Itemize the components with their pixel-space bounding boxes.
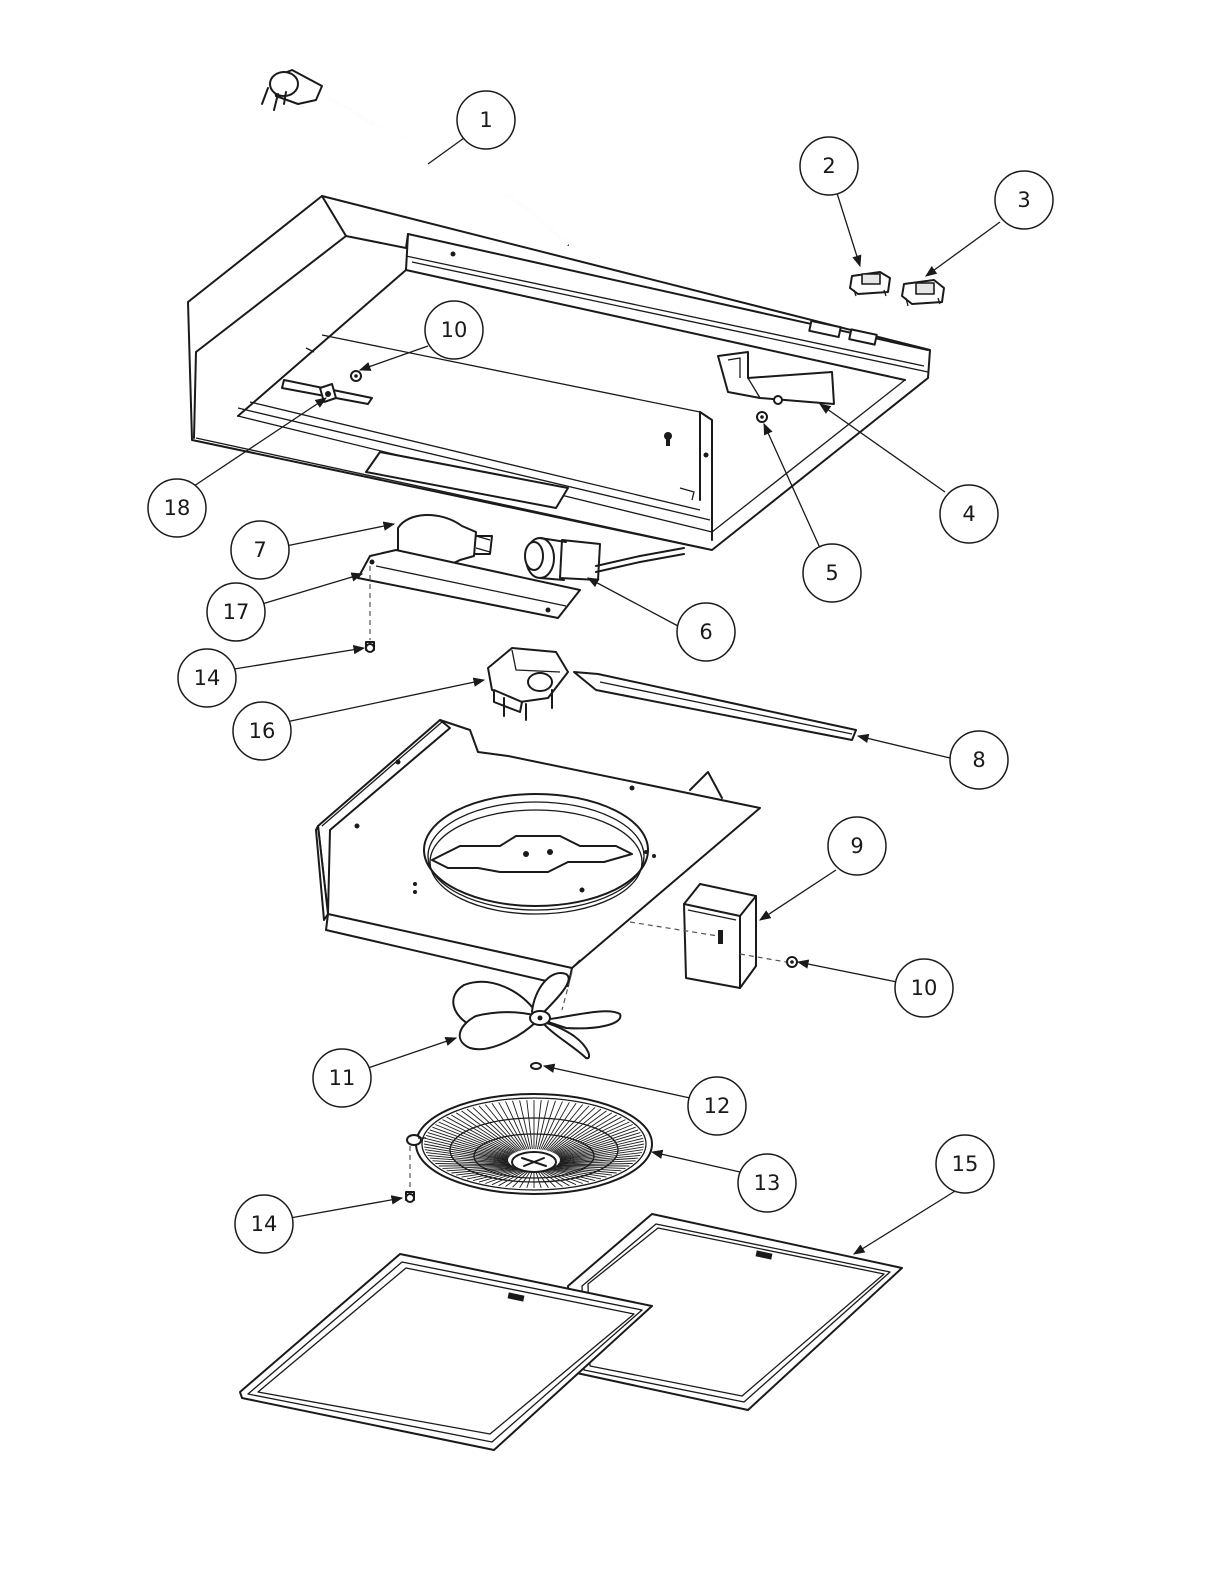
callout-label-18: 18: [164, 496, 191, 520]
callout-11: 11: [313, 1049, 371, 1107]
switch-part-3: [902, 280, 944, 306]
callout-10-lower: 10: [895, 959, 953, 1017]
callout-7: 7: [231, 521, 289, 579]
callout-label-14-upper: 14: [194, 666, 221, 690]
callout-1: 1: [457, 91, 515, 149]
callout-3: 3: [995, 171, 1053, 229]
callout-12: 12: [688, 1077, 746, 1135]
switch-part-2: [850, 272, 890, 296]
callout-label-1: 1: [479, 108, 492, 132]
fan-grille-part: [407, 1094, 652, 1194]
callout-14-lower: 14: [235, 1195, 293, 1253]
callout-label-3: 3: [1017, 188, 1030, 212]
callout-label-12: 12: [704, 1094, 731, 1118]
callout-6: 6: [677, 603, 735, 661]
callout-label-7: 7: [253, 538, 266, 562]
callout-13: 13: [738, 1154, 796, 1212]
callout-label-8: 8: [972, 748, 985, 772]
callout-14-upper: 14: [178, 649, 236, 707]
callout-16: 16: [233, 702, 291, 760]
callout-18: 18: [148, 479, 206, 537]
screw-part-5: [757, 412, 767, 422]
lamp-socket-part: [525, 538, 684, 580]
callout-label-13: 13: [754, 1171, 781, 1195]
callout-label-10-lower: 10: [911, 976, 938, 1000]
callout-8: 8: [950, 731, 1008, 789]
callout-label-15: 15: [952, 1152, 979, 1176]
callout-label-4: 4: [962, 502, 975, 526]
callout-label-6: 6: [699, 620, 712, 644]
callout-5: 5: [803, 544, 861, 602]
motor-part: [488, 648, 568, 720]
callout-label-11: 11: [329, 1066, 356, 1090]
callout-2: 2: [800, 137, 858, 195]
callout-17: 17: [207, 583, 265, 641]
callout-label-14-lower: 14: [251, 1212, 278, 1236]
fan-blade-part: [453, 972, 620, 1058]
washer-part-12: [531, 1063, 541, 1069]
callout-label-17: 17: [223, 600, 250, 624]
callout-10-upper: 10: [425, 301, 483, 359]
callout-4: 4: [940, 485, 998, 543]
grille-spoke: [557, 1166, 630, 1167]
callout-9: 9: [828, 817, 886, 875]
callout-15: 15: [936, 1135, 994, 1193]
callout-label-10-upper: 10: [441, 318, 468, 342]
screw-part-10-top: [351, 371, 361, 381]
trim-strip-part: [574, 672, 856, 740]
callout-label-9: 9: [850, 834, 863, 858]
callout-label-5: 5: [825, 561, 838, 585]
callout-label-16: 16: [249, 719, 276, 743]
grille-spoke: [439, 1166, 512, 1167]
screw-part-14-lower: [406, 1146, 414, 1202]
callout-label-2: 2: [822, 154, 835, 178]
